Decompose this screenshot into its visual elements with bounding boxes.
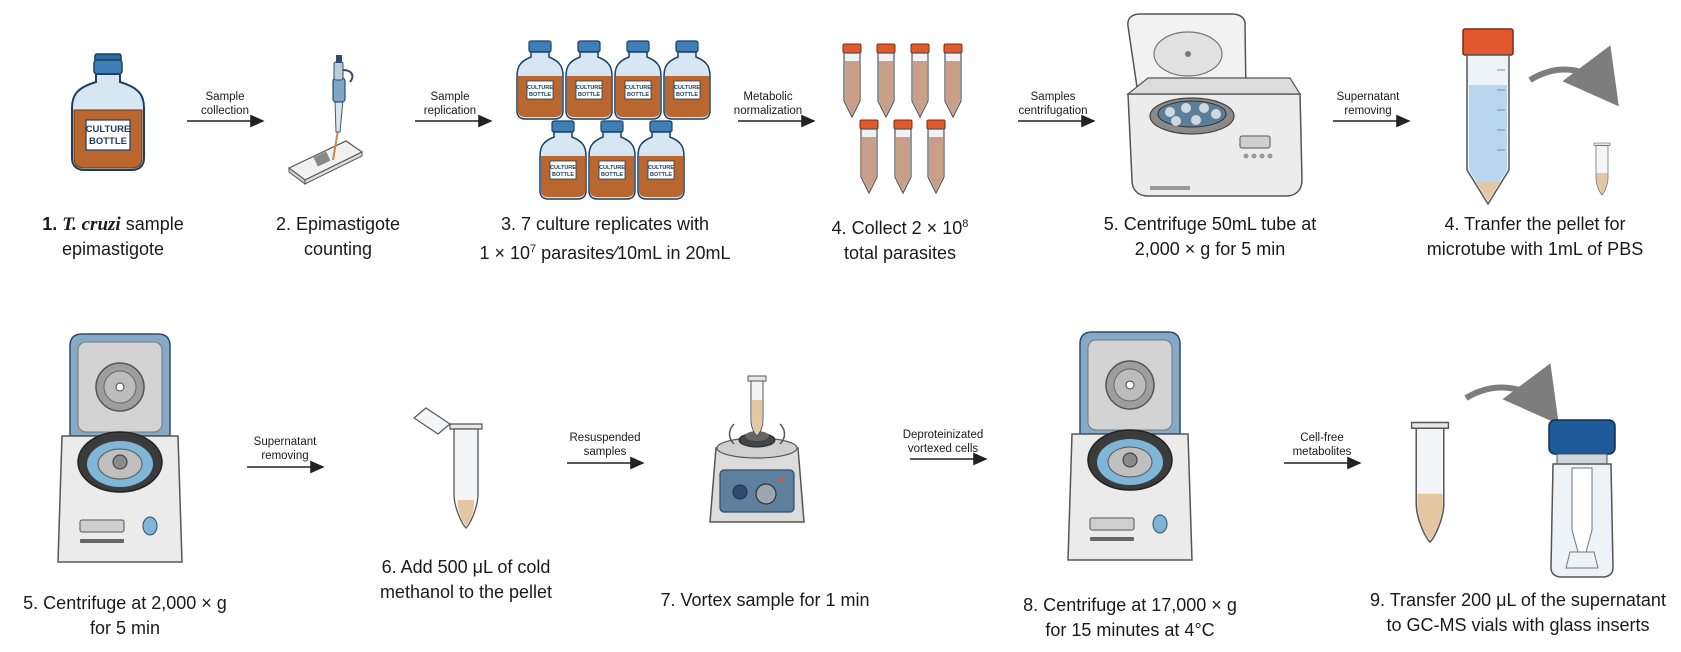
arrow-label-line: Cell-free	[1300, 432, 1344, 444]
microtube-icon	[1410, 421, 1450, 543]
step-6-caption: 4. Tranfer the pellet for microtube with…	[1400, 212, 1670, 262]
arrow-label-line: replication	[423, 105, 477, 117]
step-1-caption: 1. T. cruzi sample epimastigote	[18, 212, 208, 262]
caption-line: counting	[303, 239, 373, 259]
arrow-label-line: centrifugation	[1018, 105, 1088, 117]
arrow-label-line: metabolites	[1292, 446, 1352, 458]
caption-line: 9. Transfer 200 μL of the supernatant	[1370, 590, 1666, 610]
step-9-caption: 7. Vortex sample for 1 min	[640, 588, 890, 613]
step-5-caption: 5. Centrifuge 50mL tube at 2,000 × g for…	[1085, 212, 1335, 262]
step-11-caption: 9. Transfer 200 μL of the supernatant to…	[1355, 588, 1681, 638]
arrow-label: Deproteinizated vortexed cells	[898, 428, 988, 456]
caption-line: 8. Centrifuge at 17,000 × g	[1023, 595, 1237, 615]
pipette-counting-chamber-icon	[287, 55, 364, 185]
arrow-label-line: Sample	[430, 91, 470, 103]
arrow-label: Supernatant removing	[1328, 90, 1408, 118]
caption-line: 7. Vortex sample for 1 min	[660, 590, 870, 610]
gc-ms-vial-icon	[1548, 419, 1616, 578]
step-8-caption: 6. Add 500 μL of cold methanol to the pe…	[346, 555, 586, 605]
caption-line: methanol to the pellet	[379, 582, 553, 602]
arrow-label: Resuspended samples	[565, 431, 645, 459]
caption-line: 3. 7 culture replicates with	[500, 214, 710, 234]
caption-line: 2,000 × g for 5 min	[1134, 239, 1286, 259]
arrow-label-line: Sample	[205, 91, 245, 103]
arrow-label-line: normalization	[733, 105, 803, 117]
arrow-label-line: Resuspended	[569, 432, 641, 444]
bottle-label-line-1: CULTURE	[86, 124, 131, 135]
vortex-mixer-icon	[709, 375, 805, 523]
caption-line: 4. Tranfer the pellet for	[1444, 214, 1626, 234]
arrow-label-line: Metabolic	[743, 91, 793, 103]
caption-line: 5. Centrifuge at 2,000 × g	[23, 593, 227, 613]
caption-line: 6. Add 500 μL of cold	[381, 557, 551, 577]
caption-text: sample	[125, 214, 184, 234]
caption-text: 1 × 10	[479, 243, 530, 263]
arrow-label-line: removing	[261, 450, 309, 462]
superscript: 8	[962, 218, 969, 230]
arrow-label-line: samples	[583, 446, 627, 458]
microtube-open-icon	[412, 407, 483, 529]
caption-text: parasites⁄10mL in 20mL	[536, 243, 731, 263]
arrow-label-line: collection	[201, 105, 249, 117]
caption-line: to GC-MS vials with glass inserts	[1386, 615, 1650, 635]
centrifuge-icon	[1067, 331, 1193, 561]
arrow-label-line: Samples	[1030, 91, 1076, 103]
arrow-label-line: Supernatant	[1336, 91, 1400, 103]
step-7-caption: 5. Centrifuge at 2,000 × g for 5 min	[0, 591, 250, 641]
arrow-label-line: vortexed cells	[907, 443, 979, 455]
caption-line: 2. Epimastigote	[275, 214, 401, 234]
bottle-label-line-2: BOTTLE	[89, 136, 127, 147]
step-number: 1.	[42, 214, 58, 234]
arrow-label: Metabolic normalization	[728, 90, 808, 118]
culture-bottle-icon: CULTURE BOTTLE	[71, 53, 145, 171]
caption-line: microtube with 1mL of PBS	[1426, 239, 1644, 259]
step-3-caption: 3. 7 culture replicates with 1 × 107 par…	[470, 212, 740, 266]
step-4-caption: 4. Collect 2 × 108 total parasites	[800, 212, 1000, 266]
benchtop-centrifuge-icon	[1126, 13, 1303, 197]
caption-line: 5. Centrifuge 50mL tube at	[1103, 214, 1317, 234]
arrow-label: Samples centrifugation	[1008, 90, 1098, 118]
arrow-label-line: Supernatant	[253, 436, 317, 448]
step-2-caption: 2. Epimastigote counting	[248, 212, 428, 262]
arrow-label: Supernatant removing	[245, 435, 325, 463]
caption-line: for 15 minutes at 4°C	[1045, 620, 1215, 640]
conical-tubes-icon	[842, 43, 963, 194]
centrifuge-icon	[57, 333, 183, 563]
species-name: T. cruzi	[62, 214, 121, 235]
superscript: 7	[529, 243, 537, 255]
transfer-arrow	[1464, 363, 1559, 425]
arrow-label-line: removing	[1344, 105, 1392, 117]
falcon-tube-icon	[1462, 28, 1514, 206]
arrow-label-line: Deproteinizated	[902, 429, 984, 441]
arrow-label: Sample collection	[185, 90, 265, 118]
microtube-icon	[1593, 142, 1611, 196]
culture-replicates-icon	[516, 40, 711, 200]
transfer-arrow	[1528, 45, 1619, 107]
step-10-caption: 8. Centrifuge at 17,000 × g for 15 minut…	[1005, 593, 1255, 643]
arrow-label: Sample replication	[410, 90, 490, 118]
arrow-label: Cell-free metabolites	[1282, 431, 1362, 459]
caption-line: epimastigote	[61, 239, 165, 259]
caption-line: total parasites	[843, 243, 957, 263]
caption-text: 4. Collect 2 × 10	[831, 218, 963, 238]
caption-line: for 5 min	[89, 618, 161, 638]
